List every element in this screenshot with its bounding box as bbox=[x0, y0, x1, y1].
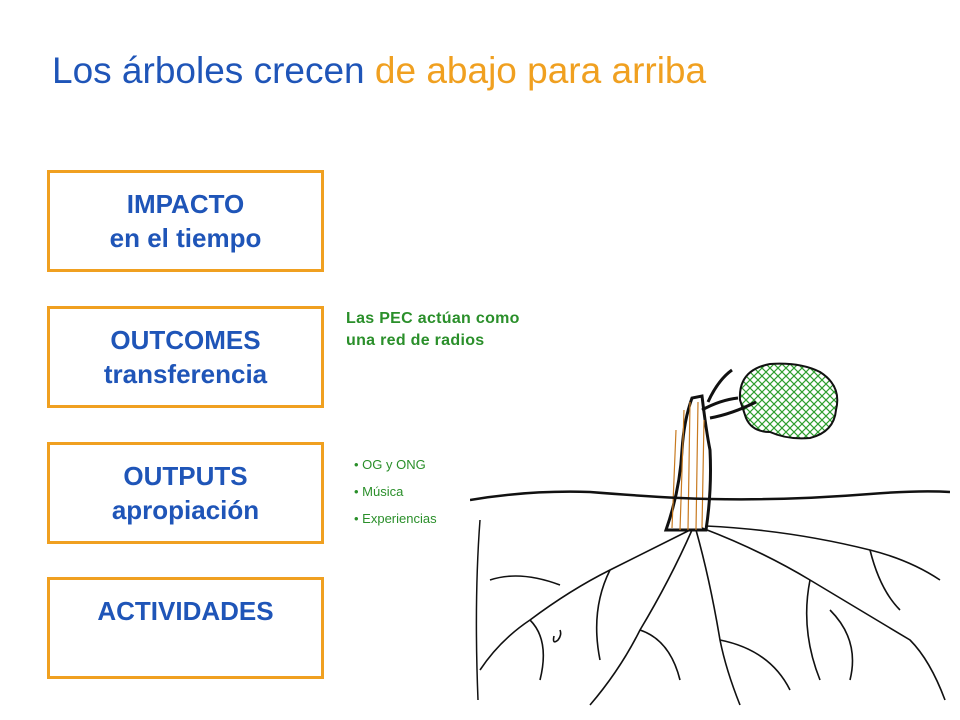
stage-outcomes-box: OUTCOMES transferencia bbox=[47, 306, 324, 408]
ground-line bbox=[470, 490, 950, 502]
stage-impact-label: IMPACTO bbox=[126, 189, 245, 219]
title-accent: de abajo para arriba bbox=[374, 50, 707, 91]
bullet-item: Música bbox=[354, 483, 437, 510]
page-title: Los árboles crecen de abajo para arriba bbox=[52, 50, 706, 92]
tree-roots bbox=[479, 525, 946, 706]
stage-impact-box: IMPACTO en el tiempo bbox=[47, 170, 324, 272]
stage-outputs-label: OUTPUTS bbox=[123, 461, 248, 491]
bullet-item: Experiencias bbox=[354, 510, 436, 537]
stage-outcomes-sublabel: transferencia bbox=[103, 359, 268, 389]
pec-note: Las PEC actúan como una red de radios bbox=[346, 310, 520, 349]
stage-impact-sublabel: en el tiempo bbox=[109, 223, 262, 253]
stage-activities-box: ACTIVIDADES bbox=[47, 577, 324, 679]
stage-outputs-box: OUTPUTS apropiación bbox=[47, 442, 324, 544]
title-main: Los árboles crecen bbox=[52, 50, 365, 91]
stage-activities-label: ACTIVIDADES bbox=[97, 596, 274, 626]
stage-outputs-sublabel: apropiación bbox=[111, 495, 260, 525]
bullet-list: OG y ONG Música Experiencias bbox=[354, 456, 437, 537]
tree-trunk bbox=[663, 368, 757, 532]
bullet-item: OG y ONG bbox=[354, 456, 437, 483]
stage-outcomes-label: OUTCOMES bbox=[110, 325, 261, 355]
tree-with-roots-icon bbox=[470, 362, 950, 706]
tree-canopy bbox=[738, 362, 839, 440]
